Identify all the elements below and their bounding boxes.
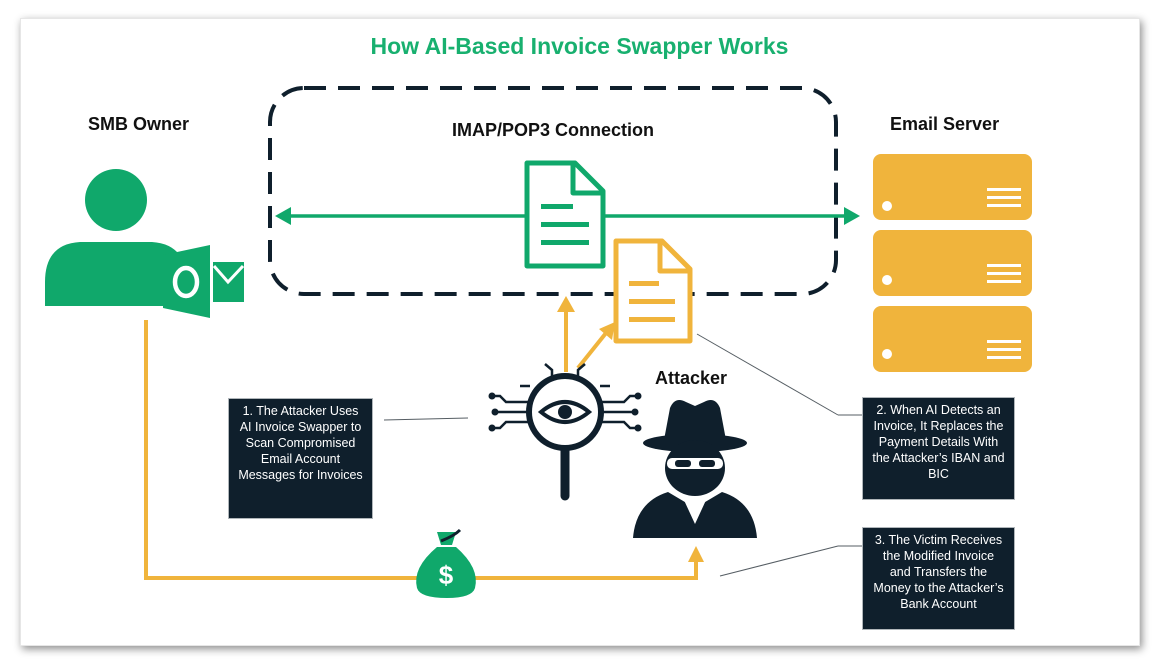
attacker-label: Attacker [655,368,728,388]
connection-box [268,86,838,296]
step-3-note: 3. The Victim Receives the Modified Invo… [862,527,1015,630]
page-title: How AI-Based Invoice Swapper Works [370,33,789,59]
smb-owner-label: SMB Owner [88,114,190,134]
money-bag-icon: $ [416,528,476,598]
step-1-note: 1. The Attacker Uses AI Invoice Swapper … [228,398,373,519]
step-2-note: 2. When AI Detects an Invoice, It Replac… [862,397,1015,500]
note-connectors [383,333,862,577]
original-invoice-document-icon [524,160,606,269]
email-server-label: Email Server [890,114,1000,134]
svg-text:$: $ [439,560,454,590]
server-icon [873,154,1032,372]
ai-magnifier-icon [488,363,642,501]
hacker-icon [633,400,757,538]
modified-invoice-document-icon [613,238,693,344]
scan-arrows [557,296,615,372]
connection-label: IMAP/POP3 Connection [452,120,655,140]
outlook-icon [163,245,245,318]
user-icon [45,169,188,306]
